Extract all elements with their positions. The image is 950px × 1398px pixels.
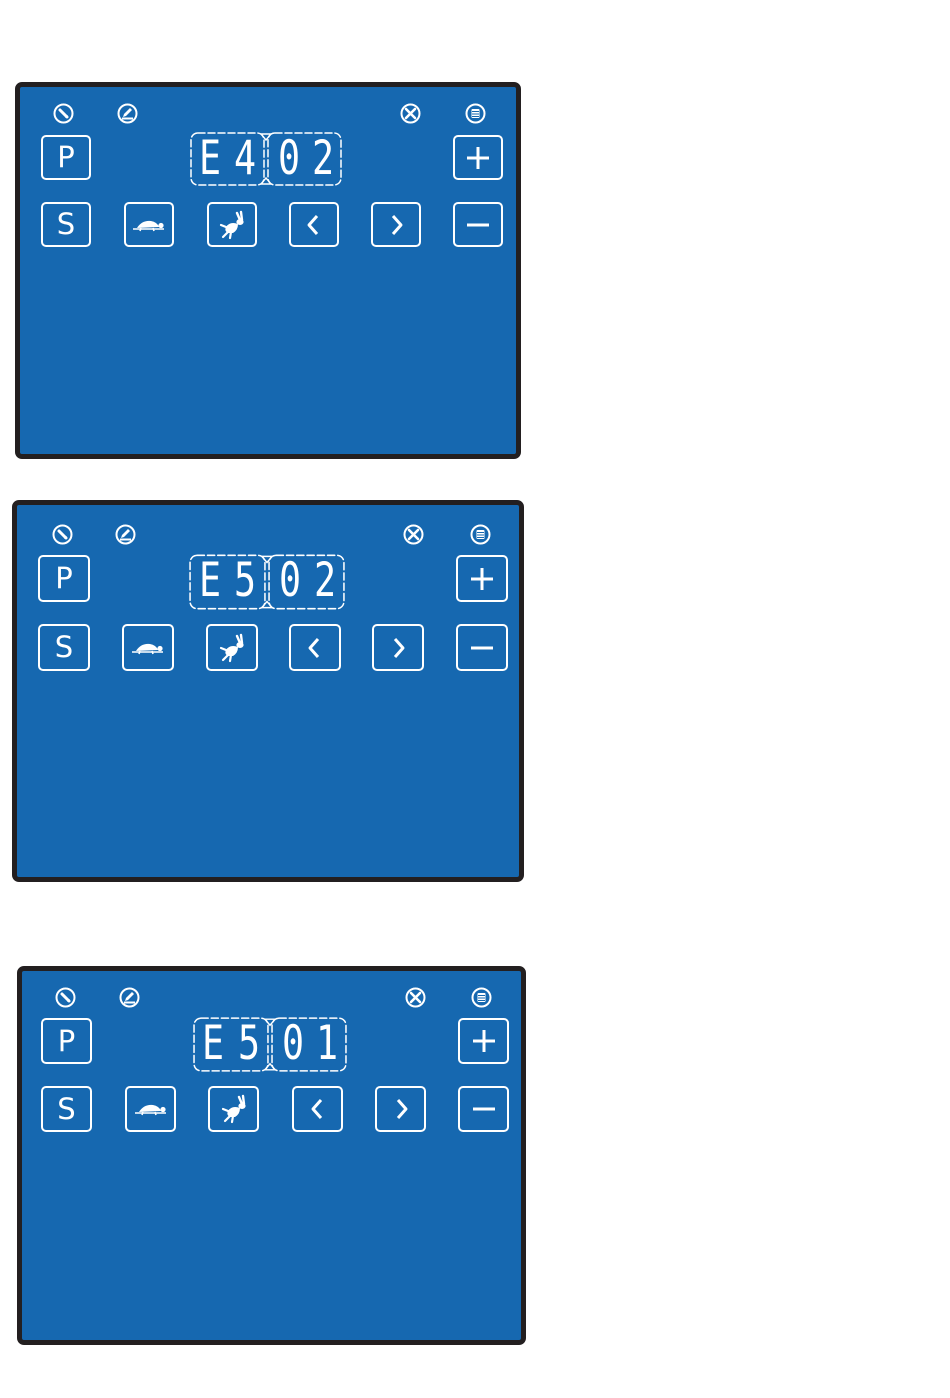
chevron-right-icon xyxy=(388,636,408,660)
fast-speed-button[interactable] xyxy=(208,1086,259,1132)
minus-icon xyxy=(469,635,495,661)
display-digit-2: 5 xyxy=(234,1019,264,1069)
display-digit-1: E xyxy=(195,556,225,606)
bobbin-icon xyxy=(465,103,486,124)
program-button-label: P xyxy=(58,1027,76,1056)
control-panel-3: P E 5 0 1 S xyxy=(17,966,526,1345)
s-button-label: S xyxy=(57,1095,75,1124)
slow-speed-button[interactable] xyxy=(125,1086,176,1132)
turtle-icon xyxy=(133,217,165,233)
code-display: E 4 0 2 xyxy=(189,131,343,187)
right-button[interactable] xyxy=(372,624,424,671)
minus-button[interactable] xyxy=(453,202,503,247)
control-panel-2: P E 5 0 2 S xyxy=(12,500,524,882)
display-digit-1: E xyxy=(195,134,225,184)
program-button-label: P xyxy=(57,143,75,172)
needle-icon xyxy=(55,987,76,1008)
plus-button[interactable] xyxy=(458,1018,509,1064)
rabbit-icon xyxy=(217,210,247,240)
bobbin-icon xyxy=(471,987,492,1008)
left-button[interactable] xyxy=(292,1086,343,1132)
program-button[interactable]: P xyxy=(41,135,91,180)
presser-foot-icon xyxy=(117,103,138,124)
turtle-icon xyxy=(132,640,164,656)
chevron-right-icon xyxy=(391,1097,411,1121)
right-button[interactable] xyxy=(371,202,421,247)
slow-speed-button[interactable] xyxy=(122,624,174,671)
s-button[interactable]: S xyxy=(38,624,90,671)
chevron-right-icon xyxy=(386,213,406,237)
s-button[interactable]: S xyxy=(41,1086,92,1132)
plus-icon xyxy=(469,566,495,592)
minus-button[interactable] xyxy=(456,624,508,671)
presser-foot-icon xyxy=(119,987,140,1008)
chevron-left-icon xyxy=(308,1097,328,1121)
right-button[interactable] xyxy=(375,1086,426,1132)
display-digit-3: 0 xyxy=(275,556,305,606)
minus-button[interactable] xyxy=(458,1086,509,1132)
presser-foot-icon xyxy=(115,524,136,545)
rabbit-icon xyxy=(219,1094,249,1124)
display-digit-2: 5 xyxy=(230,556,260,606)
display-digit-2: 4 xyxy=(230,134,260,184)
program-button[interactable]: P xyxy=(41,1018,92,1064)
needle-icon xyxy=(52,524,73,545)
display-digit-4: 2 xyxy=(310,556,340,606)
bobbin-icon xyxy=(470,524,491,545)
plus-icon xyxy=(471,1028,497,1054)
s-button-label: S xyxy=(55,633,73,662)
minus-icon xyxy=(471,1096,497,1122)
slow-speed-button[interactable] xyxy=(124,202,174,247)
rabbit-icon xyxy=(217,633,247,663)
tools-icon xyxy=(403,524,424,545)
needle-icon xyxy=(53,103,74,124)
display-digit-4: 2 xyxy=(308,134,338,184)
tools-icon xyxy=(405,987,426,1008)
code-display: E 5 0 2 xyxy=(188,553,346,611)
chevron-left-icon xyxy=(305,636,325,660)
display-digit-3: 0 xyxy=(278,1019,308,1069)
s-button-label: S xyxy=(57,210,75,239)
program-button-label: P xyxy=(55,564,73,593)
plus-button[interactable] xyxy=(453,135,503,180)
control-panel-1: P E 4 0 2 S xyxy=(15,82,521,459)
minus-icon xyxy=(465,212,491,238)
plus-icon xyxy=(465,145,491,171)
display-digit-4: 1 xyxy=(312,1019,342,1069)
plus-button[interactable] xyxy=(456,555,508,602)
program-button[interactable]: P xyxy=(38,555,90,602)
left-button[interactable] xyxy=(289,202,339,247)
fast-speed-button[interactable] xyxy=(207,202,257,247)
s-button[interactable]: S xyxy=(41,202,91,247)
turtle-icon xyxy=(135,1101,167,1117)
chevron-left-icon xyxy=(304,213,324,237)
tools-icon xyxy=(400,103,421,124)
display-digit-3: 0 xyxy=(274,134,304,184)
code-display: E 5 0 1 xyxy=(192,1016,348,1073)
left-button[interactable] xyxy=(289,624,341,671)
display-digit-1: E xyxy=(198,1019,228,1069)
fast-speed-button[interactable] xyxy=(206,624,258,671)
